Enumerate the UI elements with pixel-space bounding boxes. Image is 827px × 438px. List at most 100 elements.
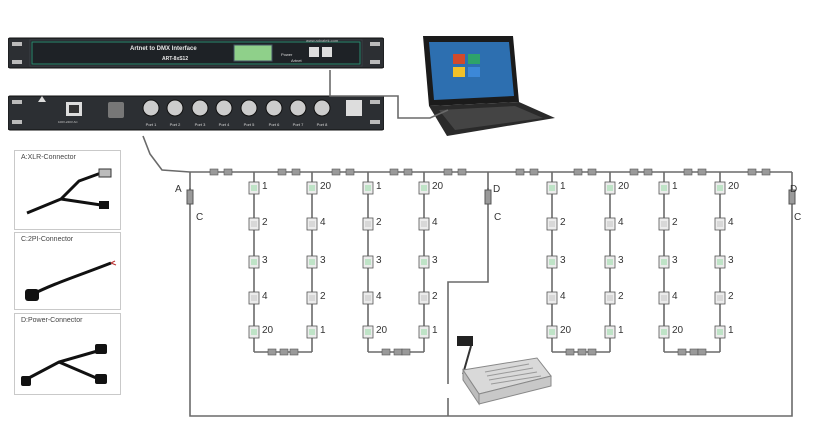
led-fixture-lens xyxy=(661,259,667,265)
led-fixture-lens xyxy=(421,221,427,227)
fixture-number: 4 xyxy=(320,217,326,228)
led-fixture-lens xyxy=(607,185,613,191)
fixture-number: 3 xyxy=(618,255,624,266)
rack-port-label: Port 7 xyxy=(292,122,304,127)
legend-panel-power: D:Power-Connector xyxy=(14,313,121,395)
rack-port-label: Port 5 xyxy=(243,122,255,127)
bus-plug xyxy=(573,168,583,176)
fixture-number: 1 xyxy=(728,325,734,336)
bottom-plug xyxy=(289,348,299,356)
led-fixture-lens xyxy=(421,295,427,301)
rack-interface-rear xyxy=(8,95,384,131)
2pi-connector-icon xyxy=(25,260,117,301)
led-fixture-lens xyxy=(607,295,613,301)
xlr-feed-cable xyxy=(142,135,191,173)
fixture-number: 1 xyxy=(618,325,624,336)
led-fixture-lens xyxy=(549,221,555,227)
legend-label-power: D:Power-Connector xyxy=(21,317,83,324)
bus-plug xyxy=(223,168,233,176)
led-fixture-lens xyxy=(421,329,427,335)
led-fixture-lens xyxy=(549,259,555,265)
legend-label-2pi: C:2PI-Connector xyxy=(21,236,74,243)
bus-plug xyxy=(747,168,757,176)
fixture-number: 4 xyxy=(560,291,566,302)
joint-label-d-1: D xyxy=(493,184,501,195)
bus-plug xyxy=(403,168,413,176)
power-connector-icon xyxy=(21,344,107,386)
led-fixture-lens xyxy=(365,259,371,265)
rack-port-label: Port 1 xyxy=(145,122,157,127)
led-fixture-lens xyxy=(661,295,667,301)
led-fixture-lens xyxy=(309,295,315,301)
fixture-number: 4 xyxy=(432,217,438,228)
xlr-connector-icon xyxy=(26,168,112,215)
bus-plug xyxy=(515,168,525,176)
bottom-plug xyxy=(401,348,411,356)
joint-label-c-1: C xyxy=(196,212,204,223)
joint-label-d-2: D xyxy=(790,184,798,195)
led-fixture-lens xyxy=(717,185,723,191)
fixture-number: 3 xyxy=(560,255,566,266)
bus-plug xyxy=(629,168,639,176)
bus-plug xyxy=(587,168,597,176)
led-fixture-lens xyxy=(365,185,371,191)
tee-connector xyxy=(186,189,194,205)
fixture-number: 2 xyxy=(618,291,624,302)
laptop xyxy=(423,36,555,136)
fixture-number: 3 xyxy=(432,255,438,266)
fixture-number: 2 xyxy=(432,291,438,302)
led-fixture-lens xyxy=(365,295,371,301)
bus-plug xyxy=(529,168,539,176)
fixture-number: 3 xyxy=(672,255,678,266)
rack-port-label: Port 6 xyxy=(268,122,280,127)
led-fixture-lens xyxy=(661,185,667,191)
led-fixture-lens xyxy=(717,221,723,227)
fixture-number: 4 xyxy=(618,217,624,228)
bottom-plug xyxy=(587,348,597,356)
legend-label-xlr: A:XLR-Connector xyxy=(21,154,76,161)
fixture-number: 4 xyxy=(728,217,734,228)
rack-interface-front xyxy=(8,37,384,69)
led-fixture-lens xyxy=(421,185,427,191)
led-fixture-lens xyxy=(549,185,555,191)
bus-plug xyxy=(209,168,219,176)
fixture-number: 2 xyxy=(728,291,734,302)
power-supply xyxy=(457,336,552,406)
bus-plug xyxy=(443,168,453,176)
fixture-number: 1 xyxy=(672,181,678,192)
fixture-number: 20 xyxy=(560,325,572,336)
bus-plug xyxy=(697,168,707,176)
led-fixture-lens xyxy=(549,295,555,301)
led-fixture-lens xyxy=(421,259,427,265)
fixture-number: 20 xyxy=(728,181,740,192)
fixture-number: 3 xyxy=(262,255,268,266)
rack-model: ART-8xS12 xyxy=(162,56,189,62)
led-fixture-lens xyxy=(251,295,257,301)
bus-plug xyxy=(291,168,301,176)
bottom-plug xyxy=(577,348,587,356)
led-fixture-lens xyxy=(661,221,667,227)
bottom-plug xyxy=(381,348,391,356)
tee-connector xyxy=(484,189,492,205)
bus-plug xyxy=(683,168,693,176)
joint-label-a: A xyxy=(175,184,182,195)
bottom-plug xyxy=(689,348,699,356)
fixture-number: 2 xyxy=(320,291,326,302)
led-fixture-lens xyxy=(365,329,371,335)
fixture-number: 20 xyxy=(376,325,388,336)
led-fixture-lens xyxy=(251,221,257,227)
joint-label-c-2: C xyxy=(494,212,502,223)
led-fixture-lens xyxy=(309,221,315,227)
led-fixture-lens xyxy=(607,221,613,227)
fixture-number: 1 xyxy=(432,325,438,336)
led-fixture-lens xyxy=(251,185,257,191)
led-fixture-lens xyxy=(717,329,723,335)
bus-plug xyxy=(761,168,771,176)
bottom-plug xyxy=(279,348,289,356)
fixture-number: 20 xyxy=(320,181,332,192)
led-fixture-lens xyxy=(251,329,257,335)
legend-panel-xlr: A:XLR-Connector xyxy=(14,150,121,230)
led-fixture-lens xyxy=(309,329,315,335)
rack-small-label-power: Power xyxy=(281,52,293,57)
